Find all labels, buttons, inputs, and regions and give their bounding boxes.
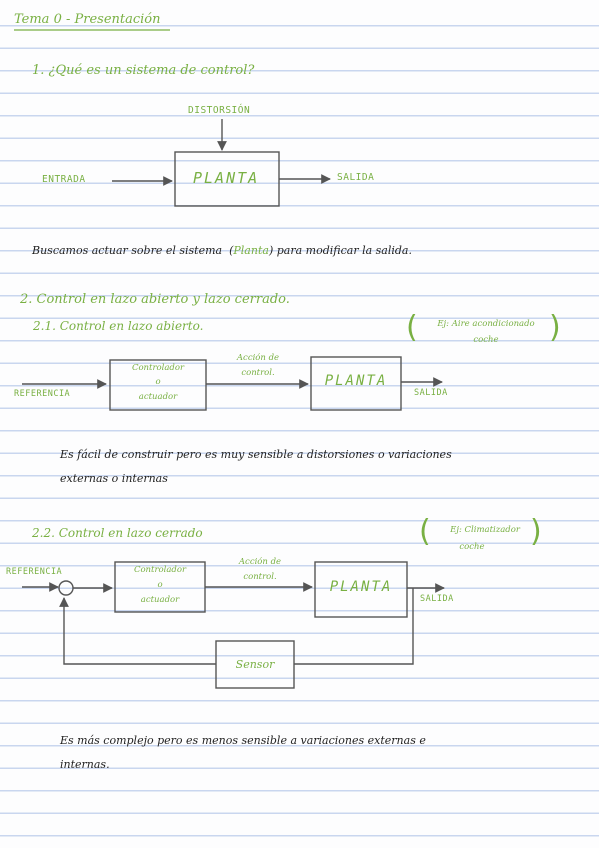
closed-controller-line2: o [157, 580, 163, 590]
closed-reference-label: REFERENCIA [6, 567, 63, 577]
section1-text-after: para modificar la salida. [276, 244, 412, 257]
closed-example-paren-left: ( [419, 514, 431, 549]
diagram-closed-loop [22, 561, 445, 689]
open-controller-line3: actuador [138, 392, 178, 402]
closed-action-line2: control. [243, 572, 277, 582]
open-action-line2: control. [241, 368, 275, 378]
page-title: Tema 0 - Presentación [14, 12, 161, 27]
open-desc-line1: Es fácil de construir pero es muy sensib… [60, 448, 452, 461]
section2-heading: 2. Control en lazo abierto y lazo cerrad… [20, 292, 290, 307]
closed-controller-line1: Controlador [133, 565, 187, 575]
feedback-line-left [59, 597, 216, 665]
output-label: SALIDA [337, 172, 375, 183]
feedback-line-right [294, 588, 414, 665]
closed-desc-line1: Es más complejo pero es menos sensible a… [60, 734, 426, 747]
open-example-paren-right: ) [549, 310, 561, 345]
open-example-line2: coche [473, 335, 499, 345]
open-plant-label: PLANTA [324, 373, 388, 389]
open-controller-line2: o [155, 377, 161, 387]
open-example-line1: Ej: Aire acondicionado [437, 319, 535, 329]
closed-loop-heading: 2.2. Control en lazo cerrado [32, 526, 203, 540]
diagram-open-loop [22, 356, 443, 411]
section1-text-plant: Planta [233, 244, 269, 257]
open-output-label: SALIDA [414, 388, 448, 398]
plant-box-closed [314, 561, 408, 618]
diagram-system [112, 119, 331, 207]
disturbance-label: DISTORSIÓN [188, 105, 251, 116]
open-desc-line2: externas o internas [60, 472, 168, 485]
section1-text-before: Buscamos actuar sobre el sistema [32, 244, 223, 257]
input-label: ENTRADA [42, 174, 86, 185]
closed-example-paren-right: ) [530, 514, 542, 549]
closed-example-line1: Ej: Climatizador [450, 525, 520, 535]
plant-label: PLANTA [193, 169, 260, 187]
closed-action-line1: Acción de [238, 557, 282, 567]
closed-controller-line3: actuador [140, 595, 180, 605]
open-loop-heading: 2.1. Control en lazo abierto. [33, 319, 204, 333]
summing-junction [58, 580, 74, 596]
closed-output-label: SALIDA [420, 594, 454, 604]
closed-desc-line2: internas. [60, 758, 110, 771]
section1-heading: 1. ¿Qué es un sistema de control? [32, 63, 255, 78]
open-action-line1: Acción de [236, 353, 280, 363]
section1-text: Buscamos actuar sobre el sistema (Planta… [32, 244, 412, 257]
closed-example-line2: coche [459, 542, 485, 552]
closed-plant-label: PLANTA [329, 579, 393, 595]
controller-box [109, 359, 207, 411]
sensor-label: Sensor [235, 658, 275, 671]
open-example-paren-left: ( [406, 310, 418, 345]
open-reference-label: REFERENCIA [14, 389, 71, 399]
open-controller-line1: Controlador [131, 363, 185, 373]
plant-box-open [310, 356, 402, 411]
